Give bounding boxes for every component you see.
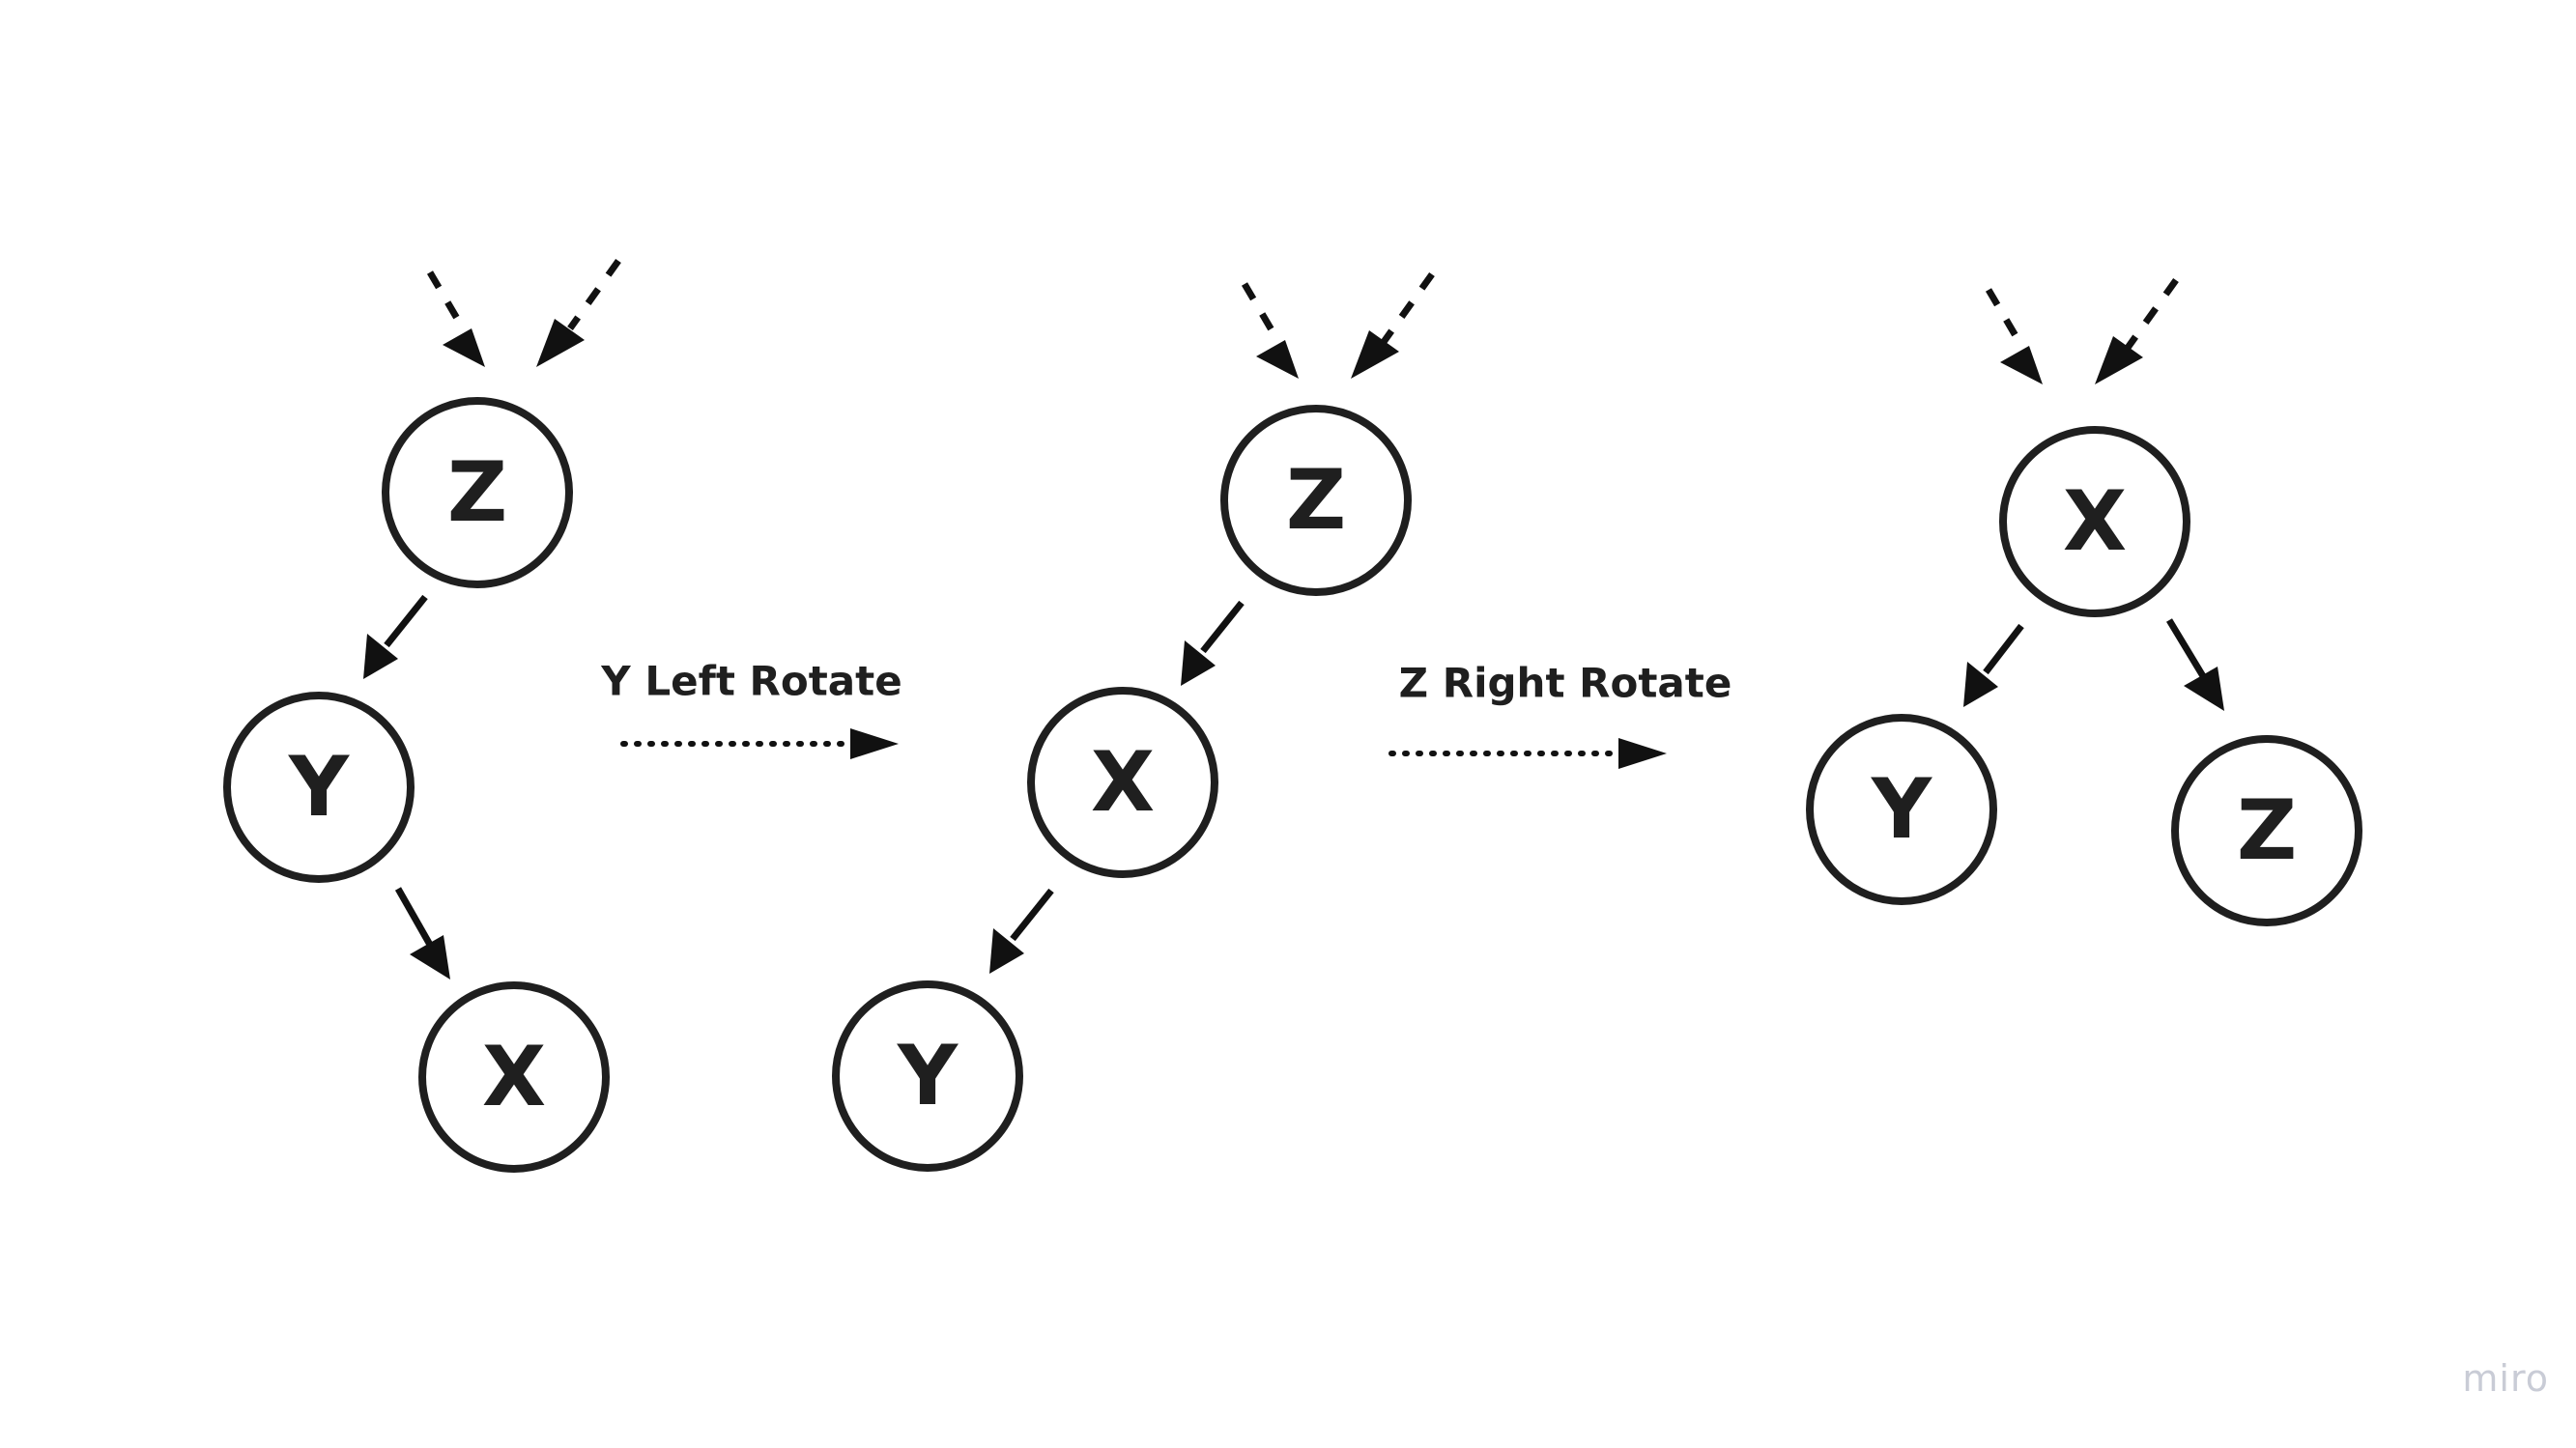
node-label: Y [897,1028,959,1124]
node-z: Z [1220,405,1412,596]
node-label: Z [2237,782,2297,879]
step-label: Y Left Rotate [600,658,902,705]
node-label: X [2063,473,2127,570]
edge-z-to-y [363,594,428,679]
edge-x-to-y [1963,623,2024,707]
node-x: X [1027,687,1218,878]
edge-x-to-z [2166,618,2224,711]
step-y-left-rotate: Y Left Rotate [600,658,902,759]
node-z: Z [2171,735,2362,926]
node-label: X [1091,734,1155,831]
edge-y-to-x [394,887,450,980]
incoming-arrow-right [1351,271,1435,379]
node-z: Z [382,397,573,588]
edge-x-to-y [989,888,1054,974]
node-label: Z [447,444,507,541]
node-label: Y [288,739,351,836]
edge-z-to-x [1181,600,1245,686]
incoming-arrow-right [2095,277,2179,384]
node-y: Y [832,980,1023,1172]
tree-after-z-right-rotate: X Y Z [1806,277,2362,926]
node-label: Z [1286,452,1346,549]
step-label: Z Right Rotate [1399,660,1732,707]
step-arrow-head [850,728,899,759]
node-x: X [418,981,610,1173]
incoming-arrow-left [1985,288,2043,384]
incoming-arrow-right [536,258,621,367]
miro-watermark: miro [2462,1357,2549,1400]
incoming-arrow-left [426,270,485,367]
node-y: Y [223,692,415,883]
tree-initial: Z Y X [223,258,621,1173]
incoming-arrow-left [1241,282,1299,379]
tree-after-y-left-rotate: Z X Y [832,271,1435,1172]
node-y: Y [1806,714,1997,905]
node-label: Y [1871,761,1933,858]
node-label: X [482,1029,546,1125]
step-z-right-rotate: Z Right Rotate [1388,660,1732,769]
node-x: X [1999,426,2190,617]
step-arrow-head [1618,738,1667,769]
